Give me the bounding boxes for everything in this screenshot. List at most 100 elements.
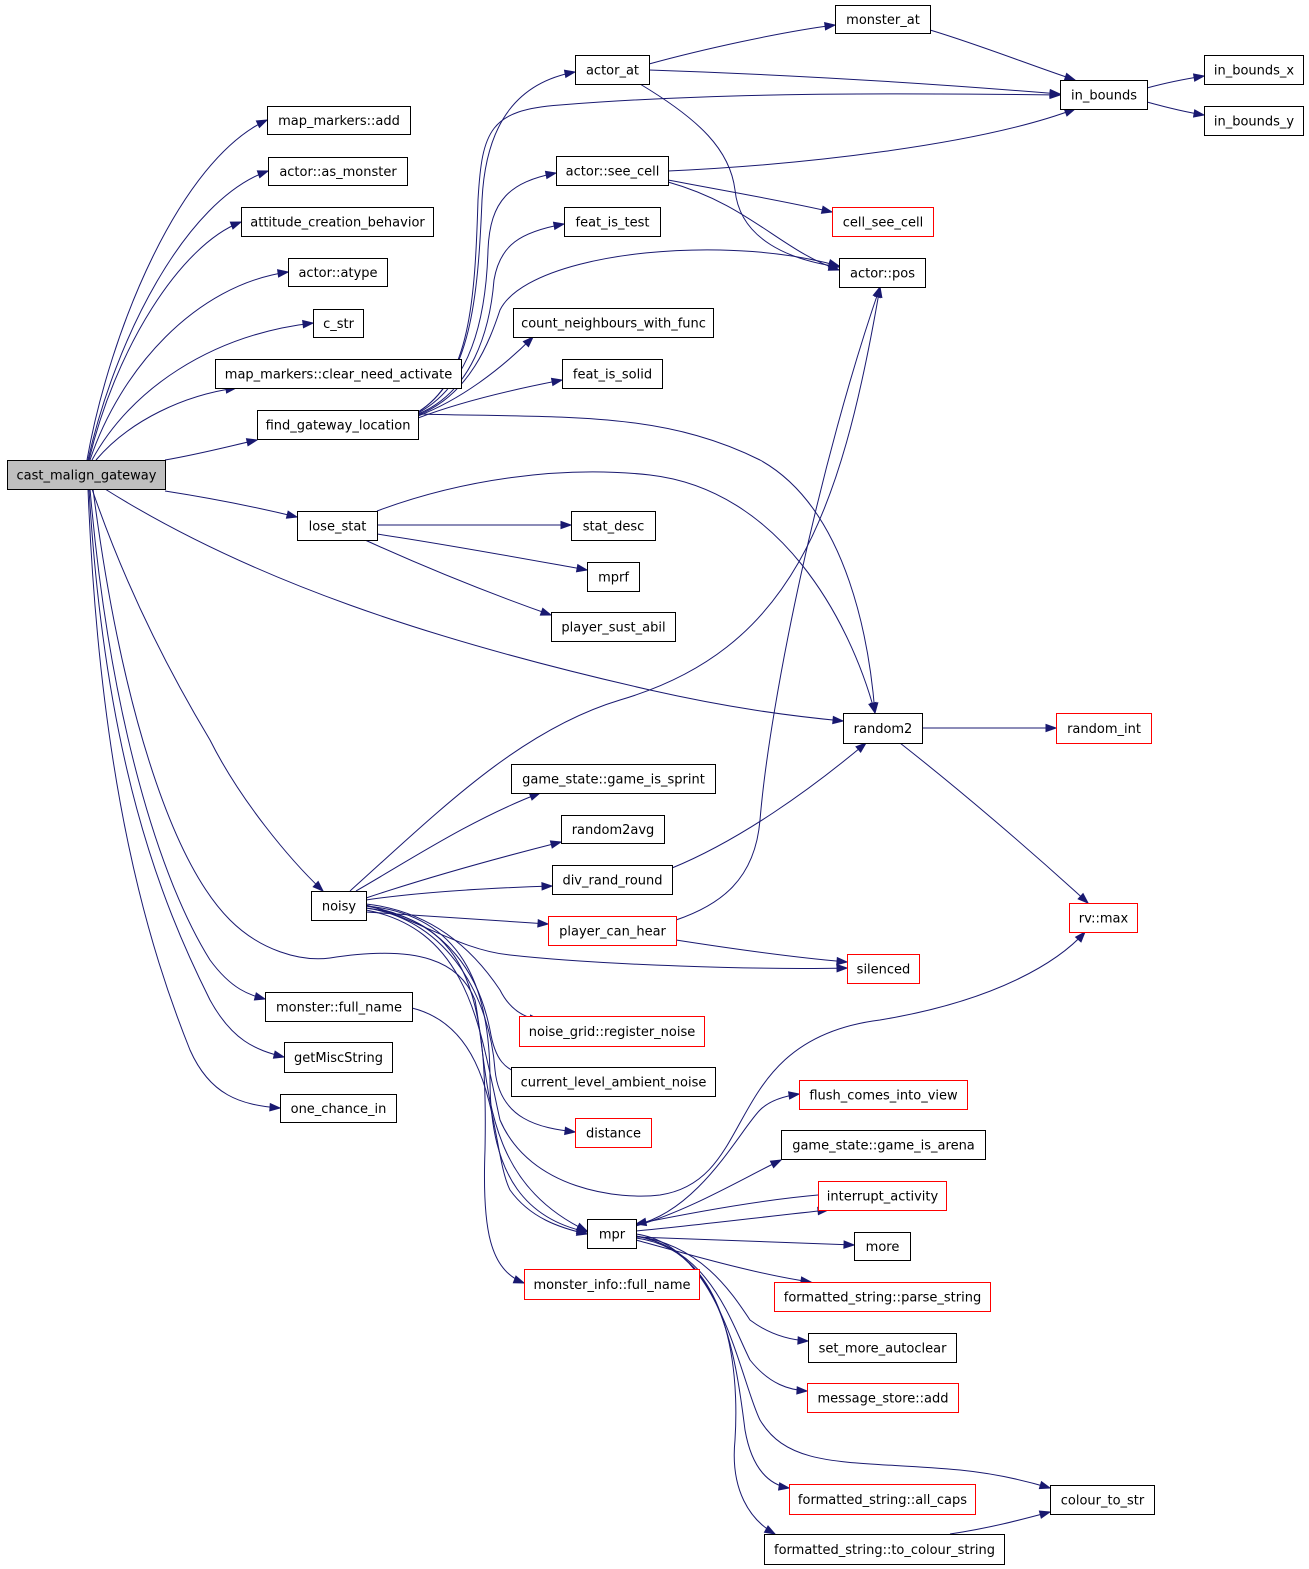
arrowhead (541, 882, 554, 891)
edge-line (417, 413, 876, 714)
node-label: random2avg (572, 823, 655, 838)
arrowhead (563, 69, 577, 79)
node-actor-atype[interactable]: actor::atype (288, 258, 388, 287)
arrowhead (255, 119, 269, 129)
node-monster-at[interactable]: monster_at (835, 5, 931, 34)
edge-line (164, 490, 298, 518)
node-box (311, 891, 367, 921)
edge-line (417, 379, 563, 419)
node-lose-stat[interactable]: lose_stat (297, 511, 378, 541)
edge-line (667, 179, 833, 213)
arrowhead (575, 1227, 589, 1236)
node-label: count_neighbours_with_func (521, 317, 706, 332)
node-monster-full-name[interactable]: monster::full_name (265, 992, 413, 1022)
edge-line (89, 488, 266, 1000)
edge-cast_malign_gateway-to-getMiscString (88, 488, 286, 1059)
node-actor-pos[interactable]: actor::pos (839, 258, 926, 288)
node-mpr[interactable]: mpr (587, 1219, 637, 1249)
node-div-rand-round[interactable]: div_rand_round (552, 865, 673, 895)
node-box (1056, 713, 1152, 744)
node-player-sust-abil[interactable]: player_sust_abil (551, 612, 676, 642)
node-in-bounds-y[interactable]: in_bounds_y (1204, 106, 1304, 136)
node-box (511, 1067, 716, 1097)
node-actor-at[interactable]: actor_at (575, 55, 650, 85)
edge-cast_malign_gateway-to-actor_atype (89, 269, 290, 461)
node-box (847, 954, 920, 984)
node-feat-is-solid[interactable]: feat_is_solid (562, 359, 663, 389)
node-to-colour-string[interactable]: formatted_string::to_colour_string (764, 1534, 1005, 1565)
node-parse-string[interactable]: formatted_string::parse_string (774, 1282, 991, 1312)
node-actor-as-monster[interactable]: actor::as_monster (268, 157, 408, 186)
edge-line (667, 181, 840, 271)
node-colour-to-str[interactable]: colour_to_str (1050, 1485, 1155, 1515)
node-box (241, 207, 434, 237)
node-all-caps[interactable]: formatted_string::all_caps (789, 1484, 976, 1515)
node-monster-info-full-name[interactable]: monster_info::full_name (524, 1269, 700, 1300)
node-set-more-autoclear[interactable]: set_more_autoclear (808, 1333, 957, 1363)
node-box (280, 1094, 397, 1123)
edge-line (635, 1237, 776, 1535)
arrowhead (245, 438, 259, 447)
node-box (575, 55, 650, 85)
edge-line (365, 905, 525, 1076)
arrowhead (832, 715, 845, 725)
node-count-neighbours-with-func[interactable]: count_neighbours_with_func (513, 308, 714, 338)
edge-lose_stat-to-random2 (376, 471, 877, 715)
node-find-gateway-location[interactable]: find_gateway_location (257, 410, 419, 440)
edge-cast_malign_gateway-to-attitude_creation_behavior (88, 221, 243, 461)
node-label: monster_at (846, 13, 920, 28)
node-more[interactable]: more (854, 1232, 911, 1261)
node-noisy[interactable]: noisy (311, 891, 367, 921)
node-rv-max[interactable]: rv::max (1069, 903, 1138, 933)
node-game-is-arena[interactable]: game_state::game_is_arena (781, 1130, 986, 1160)
node-label: lose_stat (309, 520, 367, 535)
arrowhead (827, 262, 841, 271)
edge-line (929, 29, 1076, 81)
node-register-noise[interactable]: noise_grid::register_noise (519, 1016, 705, 1047)
node-player-can-hear[interactable]: player_can_hear (548, 916, 677, 946)
edge-line (164, 439, 258, 461)
node-random2[interactable]: random2 (843, 713, 923, 744)
node-random2avg[interactable]: random2avg (561, 815, 665, 844)
node-c-str[interactable]: c_str (313, 309, 364, 338)
edge-actor_see_cell-to-in_bounds (667, 108, 1077, 172)
edge-line (675, 286, 881, 921)
node-map-markers-add[interactable]: map_markers::add (267, 106, 411, 135)
node-attitude-creation-behavior[interactable]: attitude_creation_behavior (241, 207, 434, 237)
edge-noisy-to-random2avg (365, 840, 563, 899)
node-random-int[interactable]: random_int (1056, 713, 1152, 744)
edge-in_bounds-to-in_bounds_y (1146, 101, 1206, 118)
node-one-chance-in[interactable]: one_chance_in (280, 1094, 397, 1123)
node-current-level-ambient-noise[interactable]: current_level_ambient_noise (511, 1067, 716, 1097)
node-distance[interactable]: distance (575, 1118, 652, 1148)
node-box (832, 207, 934, 237)
node-feat-is-test[interactable]: feat_is_test (564, 207, 661, 237)
arrowhead (539, 607, 553, 616)
node-silenced[interactable]: silenced (847, 954, 920, 984)
node-game-is-sprint[interactable]: game_state::game_is_sprint (511, 764, 716, 794)
edge-interrupt_activity-to-mpr (634, 1194, 819, 1227)
node-map-markers-clear-need-activate[interactable]: map_markers::clear_need_activate (215, 359, 462, 389)
arrowhead (253, 992, 267, 1001)
edge-line (355, 792, 541, 892)
edge-find_gateway_location-to-in_bounds (417, 90, 1062, 413)
node-label: find_gateway_location (266, 419, 411, 434)
node-box (548, 916, 677, 946)
node-interrupt-activity[interactable]: interrupt_activity (818, 1181, 947, 1211)
edge-line (376, 533, 588, 571)
arrowhead (522, 335, 535, 348)
node-mprf[interactable]: mprf (587, 562, 640, 592)
node-message-store-add[interactable]: message_store::add (807, 1383, 959, 1413)
node-cell-see-cell[interactable]: cell_see_cell (832, 207, 934, 237)
edge-line (639, 83, 840, 268)
node-label: in_bounds_x (1214, 64, 1295, 79)
node-actor-see-cell[interactable]: actor::see_cell (556, 156, 669, 186)
node-in-bounds[interactable]: in_bounds (1060, 80, 1148, 110)
node-cast-malign-gateway[interactable]: cast_malign_gateway (7, 460, 166, 490)
node-label: attitude_creation_behavior (250, 216, 425, 231)
node-stat-desc[interactable]: stat_desc (571, 511, 656, 541)
node-in-bounds-x[interactable]: in_bounds_x (1204, 55, 1304, 85)
node-getMiscString[interactable]: getMiscString (284, 1042, 393, 1073)
arrowhead (868, 701, 877, 715)
node-flush-comes-into-view[interactable]: flush_comes_into_view (799, 1080, 968, 1110)
